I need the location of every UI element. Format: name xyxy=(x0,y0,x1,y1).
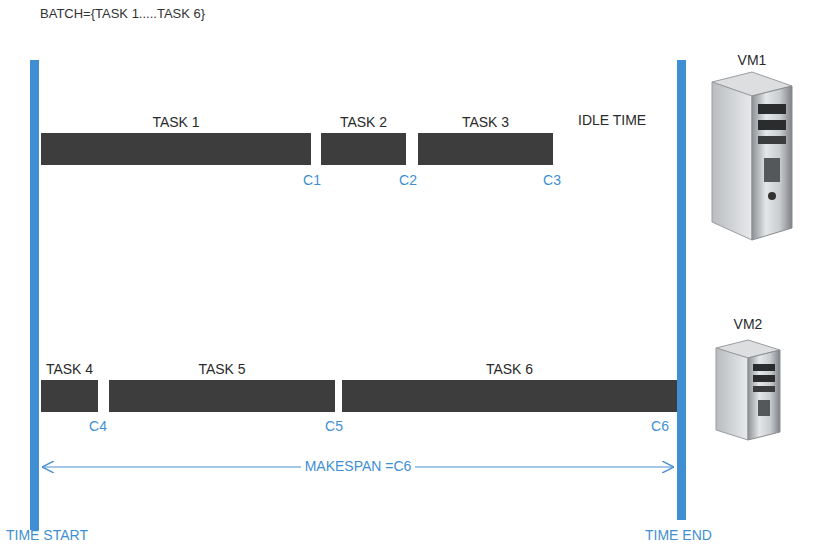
task-bar: TASK 4 xyxy=(41,380,98,412)
task-label: TASK 1 xyxy=(41,114,311,133)
batch-title: BATCH={TASK 1.....TASK 6} xyxy=(40,6,205,21)
completion-time: C1 xyxy=(303,172,321,188)
completion-time: C6 xyxy=(651,418,669,434)
task-bar: TASK 2 xyxy=(321,133,406,165)
task-bar: TASK 6 xyxy=(342,380,677,412)
task-bar: TASK 3 xyxy=(418,133,553,165)
task-bar: TASK 1 xyxy=(41,133,311,165)
makespan-label: MAKESPAN =C6 xyxy=(301,458,416,474)
completion-time: C3 xyxy=(543,172,561,188)
computer-icon xyxy=(716,340,780,440)
task-label: TASK 5 xyxy=(109,361,335,380)
task-label: TASK 4 xyxy=(41,361,98,380)
completion-time: C4 xyxy=(89,418,107,434)
task-label: TASK 6 xyxy=(342,361,677,380)
vm-label: VM1 xyxy=(738,52,767,68)
task-label: TASK 2 xyxy=(321,114,406,133)
completion-time: C5 xyxy=(325,418,343,434)
completion-time: C2 xyxy=(399,172,417,188)
vm-label: VM2 xyxy=(734,316,763,332)
time-start-bar xyxy=(30,60,39,530)
task-label: TASK 3 xyxy=(418,114,553,133)
idle-label: IDLE TIME xyxy=(578,112,646,128)
time-start-label: TIME START xyxy=(6,527,88,543)
computer-icon xyxy=(712,72,792,240)
time-end-label: TIME END xyxy=(645,527,712,543)
time-end-bar xyxy=(677,60,686,520)
task-bar: TASK 5 xyxy=(109,380,335,412)
